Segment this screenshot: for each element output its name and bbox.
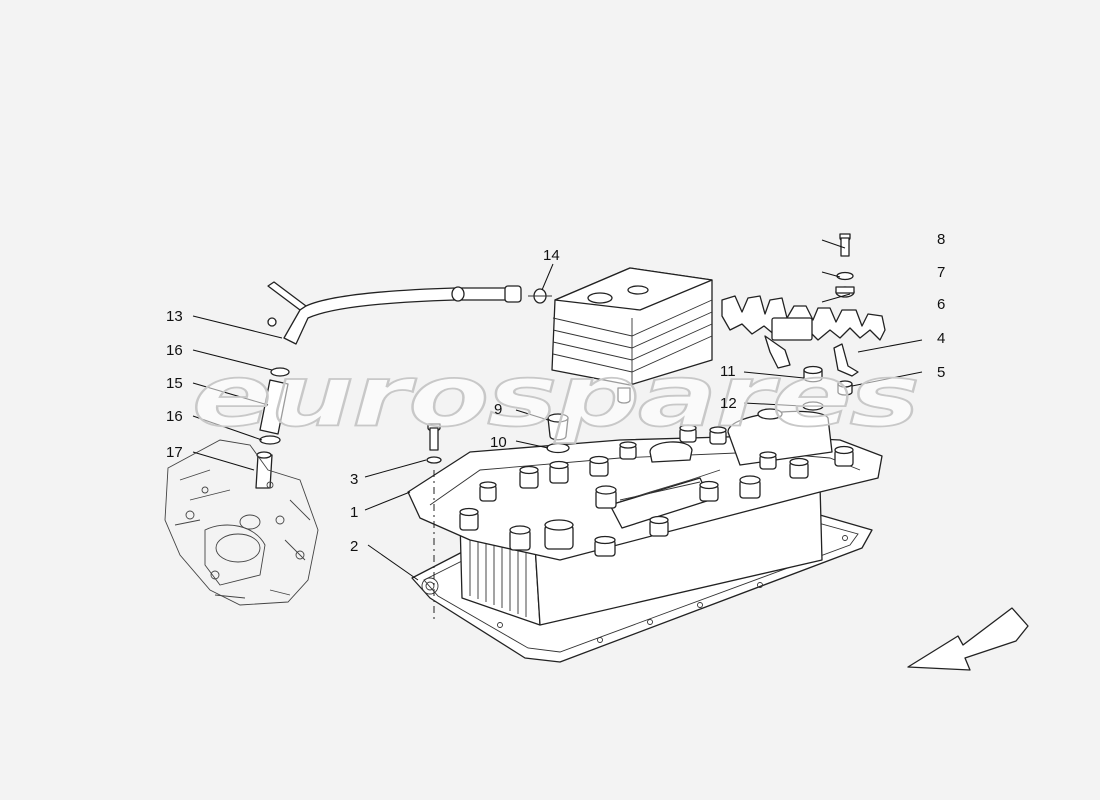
watermark-text: eurospares: [192, 348, 918, 446]
callout-16-upper: 16: [166, 342, 183, 359]
leader-lines: [192, 239, 923, 581]
callout-1: 1: [350, 504, 358, 521]
hose-assembly: [255, 367, 290, 489]
engine-block-sketch: [164, 439, 319, 606]
callout-7: 7: [937, 264, 945, 281]
breather-pipe: [267, 281, 552, 345]
sump-bosses: [459, 424, 854, 557]
callout-2: 2: [350, 538, 358, 555]
callout-16-lower: 16: [166, 408, 183, 425]
callout-3: 3: [350, 471, 358, 488]
callout-4: 4: [937, 330, 945, 347]
callout-17: 17: [166, 444, 183, 461]
callout-9: 9: [494, 401, 502, 418]
callout-6: 6: [937, 296, 945, 313]
oil-cooler: [551, 267, 713, 404]
callout-5: 5: [937, 364, 945, 381]
direction-arrow: [907, 607, 1029, 671]
callout-14: 14: [543, 247, 560, 264]
callout-15: 15: [166, 375, 183, 392]
callout-10: 10: [490, 434, 507, 451]
oil-sump-body: [407, 408, 883, 626]
callout-12: 12: [720, 395, 737, 412]
bracket: [721, 295, 886, 377]
callout-8: 8: [937, 231, 945, 248]
callout-13: 13: [166, 308, 183, 325]
callout-labels: 1 2 3 4 5 6 7 8 9 10 11 12 13 14 15 16 1…: [166, 231, 945, 555]
callout-11: 11: [720, 363, 736, 380]
